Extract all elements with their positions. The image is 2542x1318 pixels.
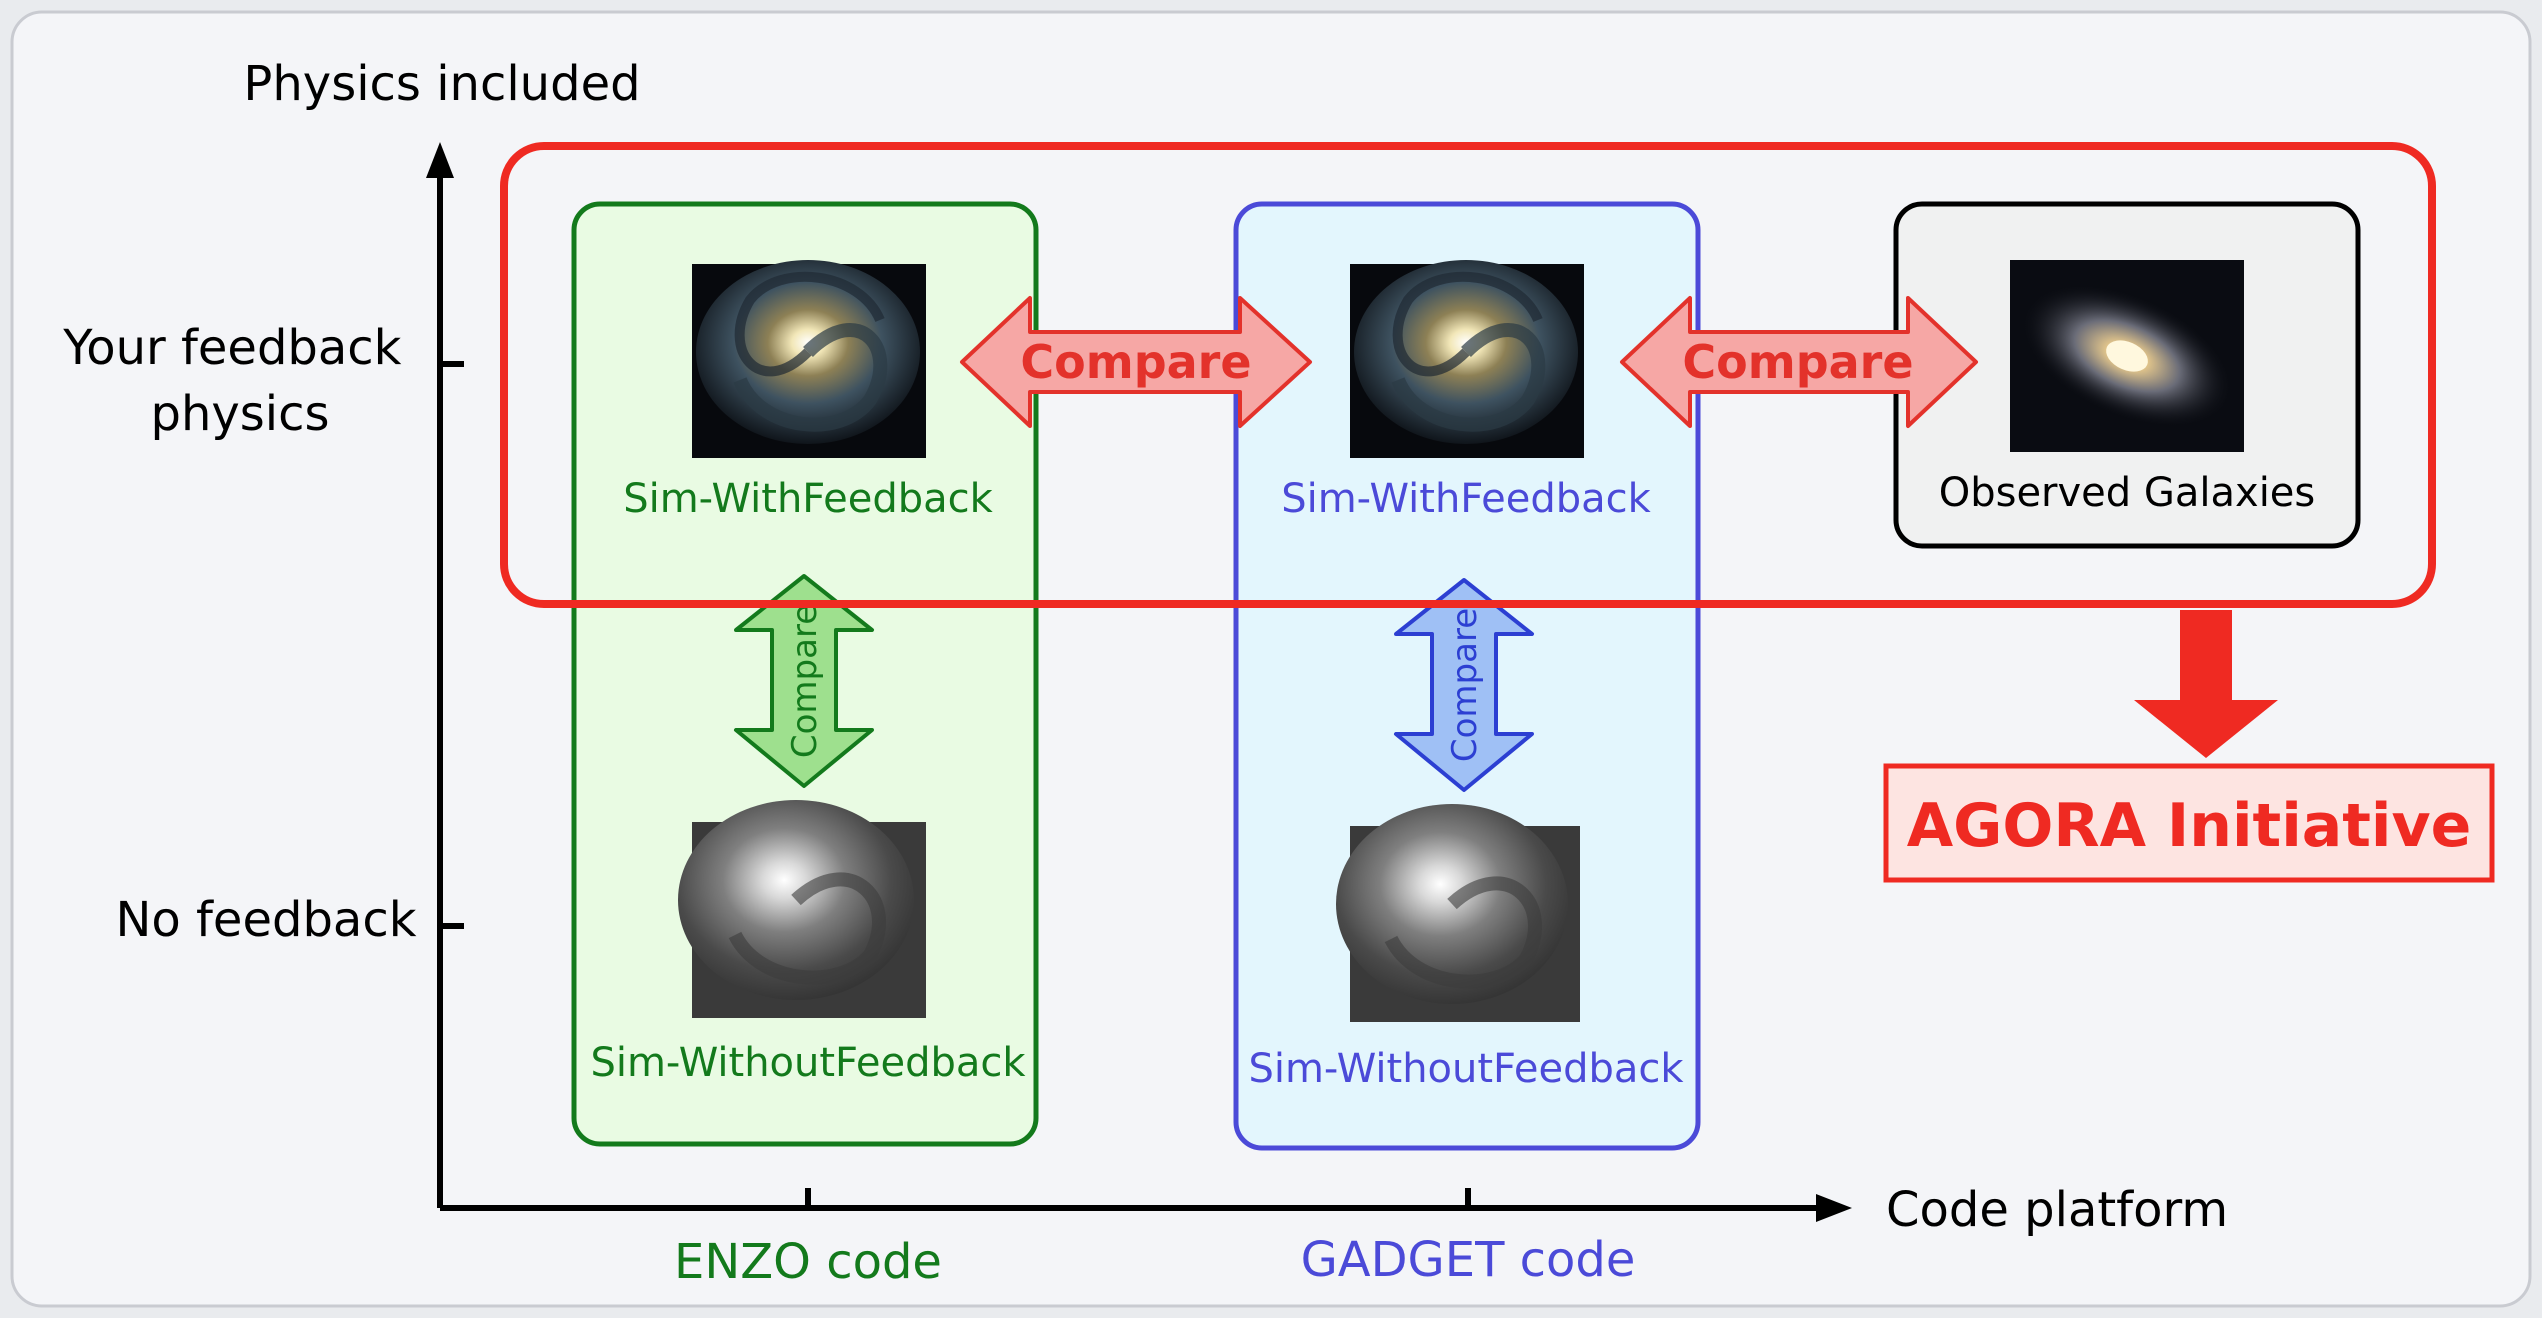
agora-down-arrow [2134,610,2278,758]
y-axis-title: Physics included [243,56,640,112]
x-axis-arrowhead [1816,1194,1852,1222]
compare-arrow-gadget-observed: Compare [1620,296,1978,428]
agora-initiative-label: AGORA Initiative [1907,791,2472,861]
compare-arrow-enzo-gadget: Compare [960,296,1312,428]
observed-galaxies-label: Observed Galaxies [1939,470,2316,516]
svg-text:Compare: Compare [785,604,825,758]
agora-scope-outline [500,142,2436,608]
galaxy-gray-icon [678,800,926,1018]
galaxy-color-icon [1350,260,1584,458]
y-axis-arrowhead [426,142,454,178]
galaxy-color-icon [692,260,926,458]
enzo-sim-with-feedback-label: Sim-WithFeedback [623,476,993,522]
compare-arrow-enzo-vertical: Compare [734,574,874,788]
svg-text:Compare: Compare [1445,608,1485,762]
x-tick-label-gadget: GADGET code [1301,1232,1636,1288]
y-tick-label-no-feedback: No feedback [115,892,416,948]
compare-arrow-gadget-vertical: Compare [1394,578,1534,792]
x-tick-label-enzo: ENZO code [674,1234,942,1290]
svg-text:Compare: Compare [1682,335,1913,389]
galaxy-gray-icon [1336,804,1580,1022]
gadget-sim-with-feedback-label: Sim-WithFeedback [1281,476,1651,522]
gadget-sim-without-feedback-label: Sim-WithoutFeedback [1248,1046,1684,1092]
svg-text:Compare: Compare [1020,335,1251,389]
enzo-sim-without-feedback-label: Sim-WithoutFeedback [590,1040,1026,1086]
y-tick-label-feedback: Your feedback physics [62,320,417,442]
x-axis-title: Code platform [1886,1182,2228,1238]
agora-initiative-box [1883,763,2495,883]
galaxy-observed-icon [2010,260,2244,452]
